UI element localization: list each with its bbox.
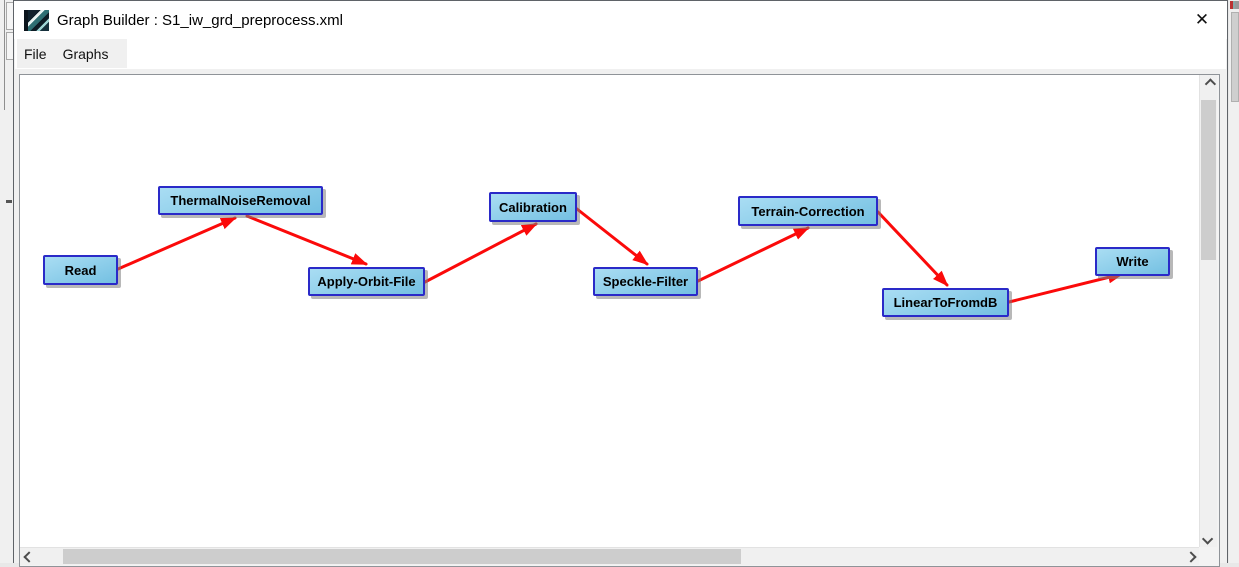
background-app-right-strip [1229,0,1239,563]
graph-node-apply-orbit-file[interactable]: Apply-Orbit-File [308,267,425,296]
scroll-down-button[interactable] [1200,530,1217,547]
background-toolbar-fragment [1230,1,1239,9]
graph-node-thermal-noise-removal[interactable]: ThermalNoiseRemoval [158,186,323,215]
graph-node-linear-to-fromdb[interactable]: LinearToFromdB [882,288,1009,317]
edge-arrow-speckle-filter-to-terrain-correction [696,226,810,283]
close-icon: ✕ [1194,10,1210,29]
chevron-up-icon [1204,77,1216,90]
vertical-scrollbar[interactable] [1199,75,1217,547]
horizontal-scrollbar[interactable] [20,547,1199,565]
edge-arrow-terrain-correction-to-linear-to-fromdb [876,210,949,287]
graph-node-calibration[interactable]: Calibration [489,192,577,222]
edge-arrow-calibration-to-speckle-filter [575,207,649,266]
background-divider [4,0,5,110]
chevron-left-icon [22,550,35,563]
graph-builder-window: Graph Builder : S1_iw_grd_preprocess.xml… [13,0,1228,567]
graph-node-write[interactable]: Write [1095,247,1170,276]
horizontal-scrollbar-thumb[interactable] [63,549,741,564]
chevron-right-icon [1184,550,1197,563]
window-titlebar[interactable]: Graph Builder : S1_iw_grd_preprocess.xml… [14,1,1227,39]
edge-arrow-apply-orbit-file-to-calibration [423,222,538,284]
menu-item-file[interactable]: File [24,45,47,62]
background-fragment [6,200,12,203]
menu-item-graphs[interactable]: Graphs [62,45,109,62]
scroll-right-button[interactable] [1182,548,1199,565]
window-title: Graph Builder : S1_iw_grd_preprocess.xml [57,11,343,29]
edge-arrow-read-to-thermal-noise-removal [116,216,237,271]
close-button[interactable]: ✕ [1187,6,1217,34]
menu-block: File Graphs [17,39,127,68]
graph-node-speckle-filter[interactable]: Speckle-Filter [593,267,698,296]
chevron-down-icon [1201,532,1213,545]
snap-logo-icon [24,9,49,31]
background-app-left-strip [0,0,15,563]
edge-arrow-linear-to-fromdb-to-write [1007,271,1124,304]
graph-node-terrain-correction[interactable]: Terrain-Correction [738,196,878,226]
scroll-up-button[interactable] [1200,75,1217,92]
graph-node-read[interactable]: Read [43,255,118,285]
edge-arrow-thermal-noise-removal-to-apply-orbit-file [245,214,368,266]
vertical-scrollbar-thumb[interactable] [1201,100,1216,260]
menu-bar: File Graphs [15,39,1226,69]
graph-edges-layer [116,207,1124,304]
scroll-left-button[interactable] [20,548,37,565]
background-scrollbar-fragment [1231,12,1239,102]
